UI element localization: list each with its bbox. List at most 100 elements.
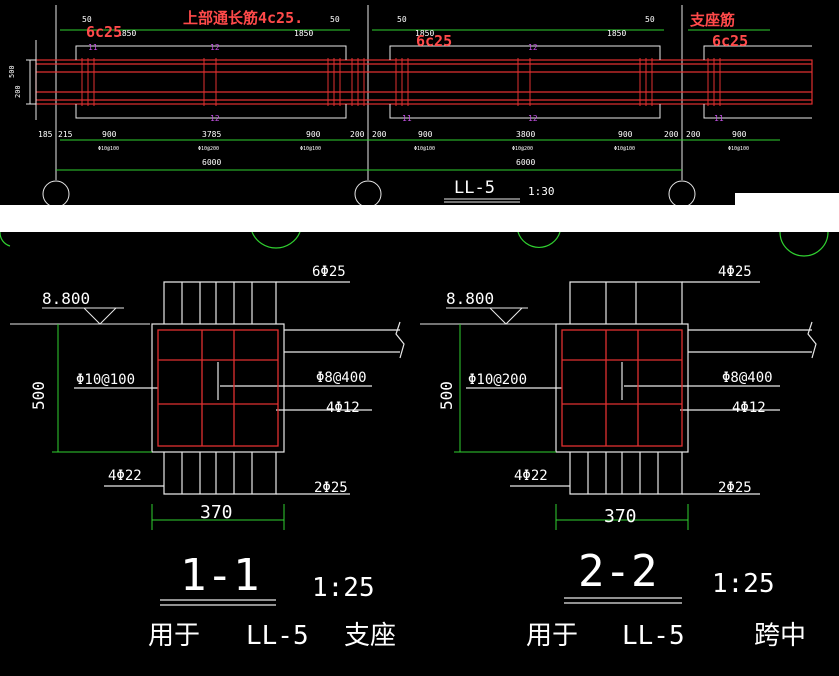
side-bars-label: 4Φ12 bbox=[732, 400, 766, 416]
dim-bottom: 900 bbox=[732, 130, 747, 139]
top-bars-label: 4Φ25 bbox=[718, 264, 752, 280]
bar-mark: 11 bbox=[88, 43, 98, 52]
rebar-annotations: 6c25 上部通长筋4c25. 6c25 支座筋 6c25 bbox=[86, 9, 748, 50]
width-dim-label: 370 bbox=[200, 502, 233, 523]
annotation-right-support: 6c25 bbox=[712, 32, 748, 50]
level-marker bbox=[420, 307, 556, 325]
dim-left2: 200 bbox=[14, 85, 22, 98]
span-dim: 6000 bbox=[516, 158, 535, 167]
annotation-left-support: 6c25 bbox=[86, 23, 122, 41]
beam-label-underline bbox=[444, 198, 520, 203]
section-title-underline bbox=[564, 597, 682, 604]
dim-bottom: 900 bbox=[418, 130, 433, 139]
use-beam: LL-5 bbox=[246, 621, 309, 651]
section-1-1: 8.800 bbox=[10, 264, 405, 651]
left-dims: 500 200 bbox=[8, 65, 22, 98]
stirrup-spec: Φ10@100 bbox=[728, 146, 749, 152]
bar-mark: 12 bbox=[210, 43, 220, 52]
beam-section-outline bbox=[466, 281, 817, 495]
section-dim-lines bbox=[52, 324, 285, 530]
tie-label: Φ8@400 bbox=[316, 370, 367, 386]
beam-label: LL-5 bbox=[454, 178, 495, 198]
stirrup-spec: Φ10@200 bbox=[512, 146, 533, 152]
rebar-cage bbox=[157, 329, 279, 447]
height-dim-label: 500 bbox=[29, 381, 48, 410]
section-scale: 1:25 bbox=[312, 573, 375, 603]
use-prefix: 用于 bbox=[148, 621, 200, 651]
bar-marks: 11 12 12 11 12 12 11 bbox=[88, 43, 724, 123]
section-scale: 1:25 bbox=[712, 569, 775, 599]
stirrup-label: Φ10@100 bbox=[76, 372, 135, 388]
beam-elevation-view: 50 1850 50 1850 50 1850 50 1850 11 12 12… bbox=[0, 0, 839, 205]
dim-top: 50 bbox=[397, 15, 407, 24]
tie-label: Φ8@400 bbox=[722, 370, 773, 386]
top-dim-labels: 50 1850 50 1850 50 1850 50 1850 bbox=[82, 15, 655, 38]
dim-left: 500 bbox=[8, 65, 16, 78]
bar-mark: 12 bbox=[528, 114, 538, 123]
width-dim-label: 370 bbox=[604, 506, 637, 527]
side-bars-label: 4Φ12 bbox=[326, 400, 360, 416]
beam-section-outline bbox=[74, 281, 405, 495]
bottom-bars-left-label: 4Φ22 bbox=[514, 468, 548, 484]
bar-mark: 11 bbox=[402, 114, 412, 123]
dim-top: 1850 bbox=[294, 29, 313, 38]
dim-bottom: 200 bbox=[372, 130, 387, 139]
dim-bottom: 185 bbox=[38, 130, 53, 139]
dim-bottom: 3785 bbox=[202, 130, 221, 139]
annotation-mid-support: 6c25 bbox=[416, 32, 452, 50]
dim-top: 50 bbox=[82, 15, 92, 24]
stirrup-bundles bbox=[81, 58, 721, 106]
section-title: 1-1 bbox=[180, 550, 259, 601]
top-bars-label: 6Φ25 bbox=[312, 264, 346, 280]
span-dim-labels: 6000 6000 bbox=[202, 158, 535, 167]
height-dim-label: 500 bbox=[437, 381, 456, 410]
dim-bottom: 900 bbox=[102, 130, 117, 139]
dim-top: 1850 bbox=[607, 29, 626, 38]
stirrup-spec: Φ10@100 bbox=[614, 146, 635, 152]
dim-top: 1850 bbox=[415, 29, 434, 38]
bottom-bars-left-label: 4Φ22 bbox=[108, 468, 142, 484]
dim-bottom: 3800 bbox=[516, 130, 535, 139]
dim-top: 1850 bbox=[117, 29, 136, 38]
stirrup-spec: Φ10@200 bbox=[198, 146, 219, 152]
section-title-underline bbox=[160, 599, 276, 606]
dim-bottom: 900 bbox=[618, 130, 633, 139]
annotation-top-through: 上部通长筋4c25. bbox=[183, 9, 303, 27]
axis-bubble-fragments bbox=[0, 232, 829, 257]
span-dim: 6000 bbox=[202, 158, 221, 167]
dim-bottom: 200 bbox=[686, 130, 701, 139]
stirrup-spec-labels: Φ10@100 Φ10@200 Φ10@100 Φ10@100 Φ10@200 … bbox=[98, 146, 749, 152]
annotation-support-bar: 支座筋 bbox=[689, 11, 735, 29]
level-marker bbox=[10, 307, 150, 325]
bottom-bars-right-label: 2Φ25 bbox=[718, 480, 752, 496]
section-2-2: 8.800 bbox=[420, 264, 817, 651]
beam-scale: 1:30 bbox=[528, 185, 555, 198]
bar-mark: 12 bbox=[528, 43, 538, 52]
use-location: 支座 bbox=[344, 621, 396, 651]
use-prefix: 用于 bbox=[526, 621, 578, 651]
top-dimension-lines bbox=[56, 29, 780, 171]
dim-top: 50 bbox=[645, 15, 655, 24]
separator-strip bbox=[0, 205, 839, 232]
stirrup-spec: Φ10@100 bbox=[414, 146, 435, 152]
right-white-patch bbox=[735, 193, 839, 205]
bar-mark: 12 bbox=[210, 114, 220, 123]
sections-view: 8.800 bbox=[0, 232, 839, 676]
use-beam: LL-5 bbox=[622, 621, 685, 651]
beam-outline bbox=[35, 59, 813, 105]
use-location: 跨中 bbox=[754, 621, 806, 651]
bar-extents bbox=[26, 40, 812, 120]
dim-bottom: 200 bbox=[664, 130, 679, 139]
section-title: 2-2 bbox=[578, 546, 657, 597]
stirrup-spec: Φ10@100 bbox=[300, 146, 321, 152]
dim-bottom: 900 bbox=[306, 130, 321, 139]
sections-drawing: 8.800 bbox=[0, 232, 829, 651]
stirrup-spec: Φ10@100 bbox=[98, 146, 119, 152]
axis-bubbles bbox=[42, 180, 696, 205]
dim-top: 50 bbox=[330, 15, 340, 24]
beam-elevation-drawing: 50 1850 50 1850 50 1850 50 1850 11 12 12… bbox=[8, 5, 839, 205]
stirrup-label: Φ10@200 bbox=[468, 372, 527, 388]
dim-bottom: 215 bbox=[58, 130, 73, 139]
level-label: 8.800 bbox=[446, 289, 494, 308]
bar-mark: 11 bbox=[714, 114, 724, 123]
